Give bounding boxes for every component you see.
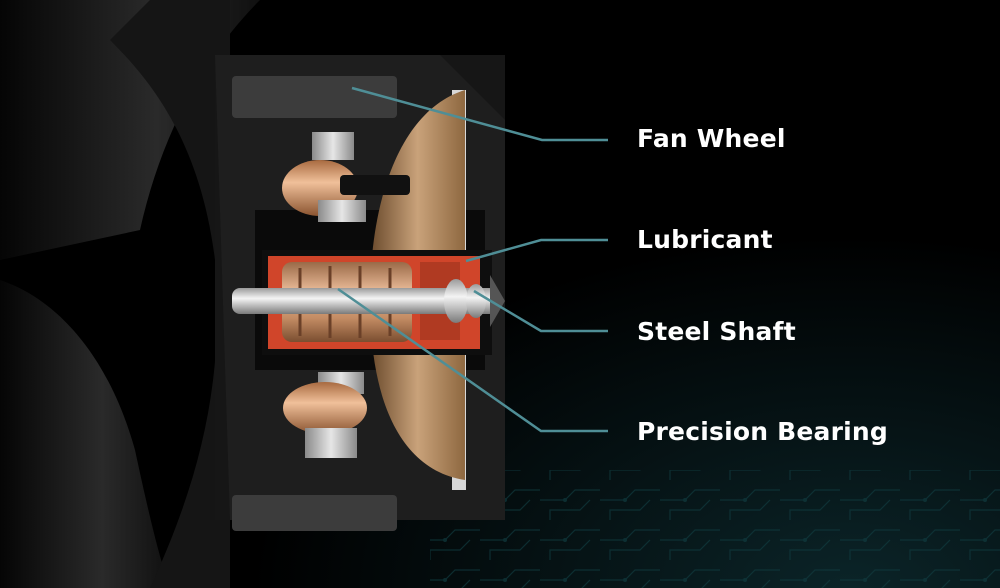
circuit-pattern <box>430 470 1000 588</box>
precision-bearing-leader <box>337 287 608 433</box>
top-foam-pad <box>232 76 397 118</box>
steel-shaft-label: Steel Shaft <box>637 317 796 346</box>
bottom-foam-pad <box>232 495 397 531</box>
lubricant-label: Lubricant <box>637 225 773 254</box>
steel-shaft <box>232 288 497 314</box>
leader-lines <box>337 86 608 433</box>
bottom-stator-coil <box>283 372 367 458</box>
bearing-assembly <box>232 250 505 355</box>
fan-wheel-label: Fan Wheel <box>637 124 786 153</box>
top-stator-coil <box>282 132 410 222</box>
lubricant-leader <box>465 238 608 263</box>
fan-wheel-leader <box>351 86 608 142</box>
precision-bearing-label: Precision Bearing <box>637 417 888 446</box>
steel-shaft-leader <box>473 289 608 333</box>
fan-blades <box>0 0 260 588</box>
